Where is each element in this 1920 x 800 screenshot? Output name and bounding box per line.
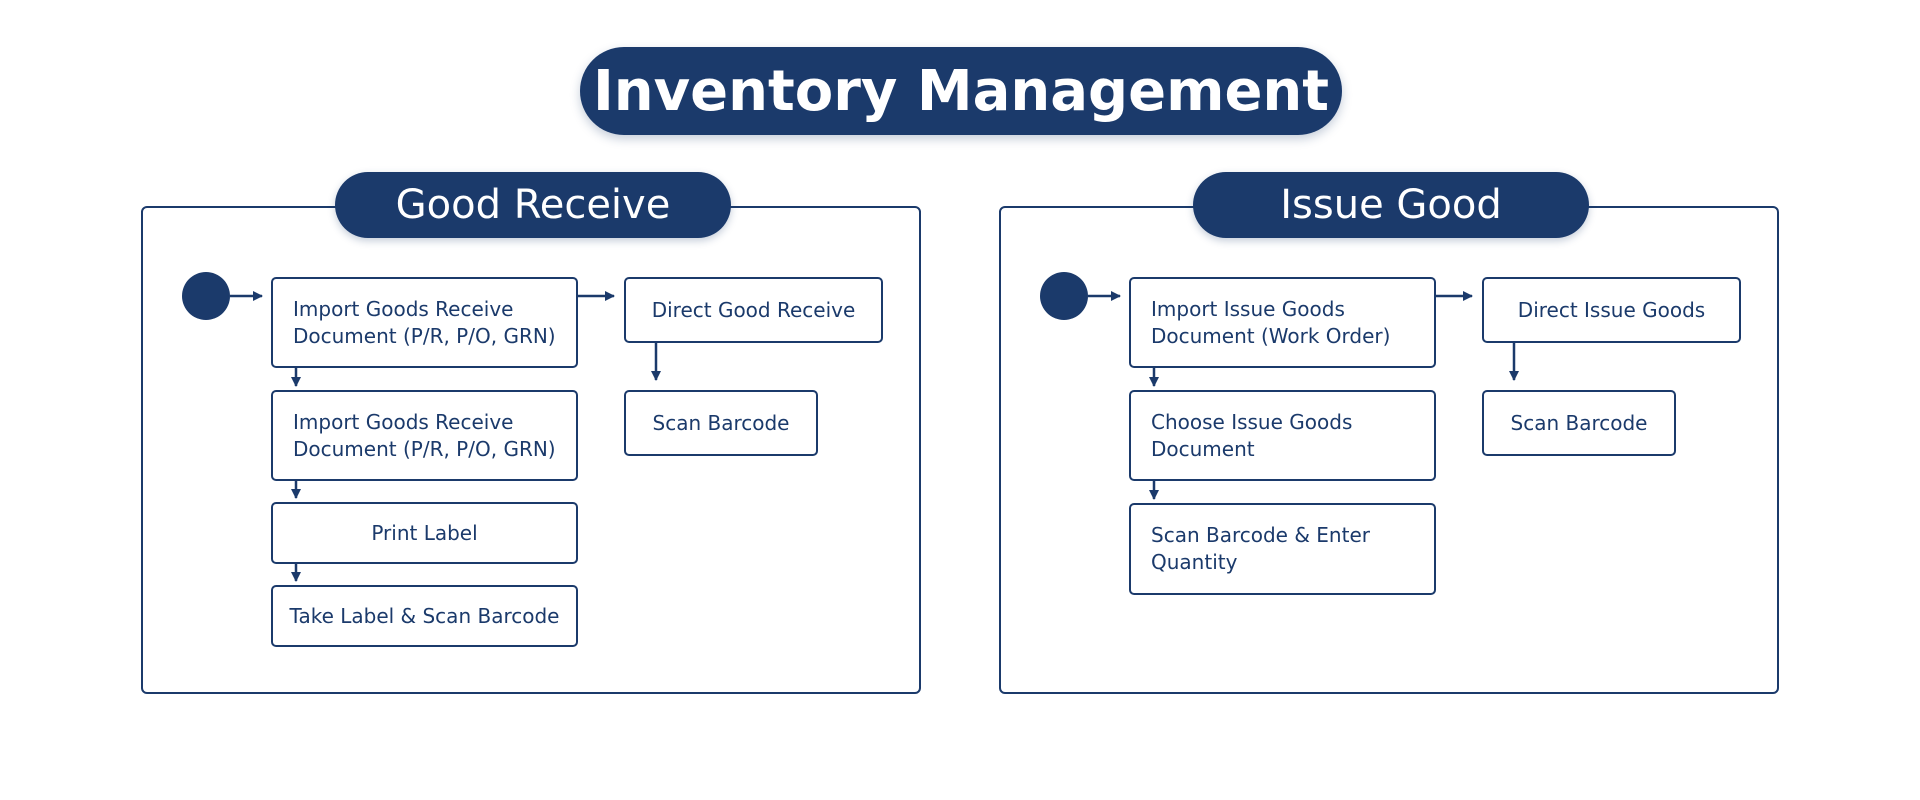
issue-good-start-node <box>1040 272 1088 320</box>
good-receive-start-node <box>182 272 230 320</box>
gr-direct-receive: Direct Good Receive <box>624 277 883 343</box>
gr-step-import-document-2: Import Goods Receive Document (P/R, P/O,… <box>271 390 578 481</box>
good-receive-title: Good Receive <box>335 172 731 238</box>
gr-step-take-label-scan: Take Label & Scan Barcode <box>271 585 578 647</box>
ig-step-scan-enter-quantity-label: Scan Barcode & Enter Quantity <box>1151 523 1370 574</box>
ig-step-choose-document-label: Choose Issue Goods Document <box>1151 409 1353 461</box>
gr-direct-receive-label: Direct Good Receive <box>651 297 856 322</box>
ig-direct-scan-barcode: Scan Barcode <box>1482 390 1676 456</box>
ig-direct-issue-label: Direct Issue Goods <box>1517 297 1706 322</box>
gr-direct-scan-barcode: Scan Barcode <box>624 390 818 456</box>
ig-direct-scan-barcode-label: Scan Barcode <box>1510 410 1648 435</box>
ig-step-choose-document: Choose Issue Goods Document <box>1129 390 1436 481</box>
gr-step-import-document-2-label: Import Goods Receive Document (P/R, P/O,… <box>293 409 556 461</box>
ig-direct-issue: Direct Issue Goods <box>1482 277 1741 343</box>
gr-step-take-label-scan-text: Take Label & Scan Barcode <box>289 603 560 628</box>
gr-step-print-label: Print Label <box>271 502 578 564</box>
gr-direct-scan-barcode-label: Scan Barcode <box>652 410 790 435</box>
issue-good-title: Issue Good <box>1193 172 1589 238</box>
main-title: Inventory Management <box>580 47 1342 135</box>
ig-step-import-document: Import Issue Goods Document (Work Order) <box>1129 277 1436 368</box>
gr-step-import-document-label: Import Goods Receive Document (P/R, P/O,… <box>293 296 556 348</box>
gr-step-print-label-text: Print Label <box>371 520 478 545</box>
ig-step-scan-enter-quantity: Scan Barcode & Enter Quantity <box>1129 503 1436 595</box>
ig-step-import-document-label: Import Issue Goods Document (Work Order) <box>1151 296 1391 348</box>
gr-step-import-document: Import Goods Receive Document (P/R, P/O,… <box>271 277 578 368</box>
